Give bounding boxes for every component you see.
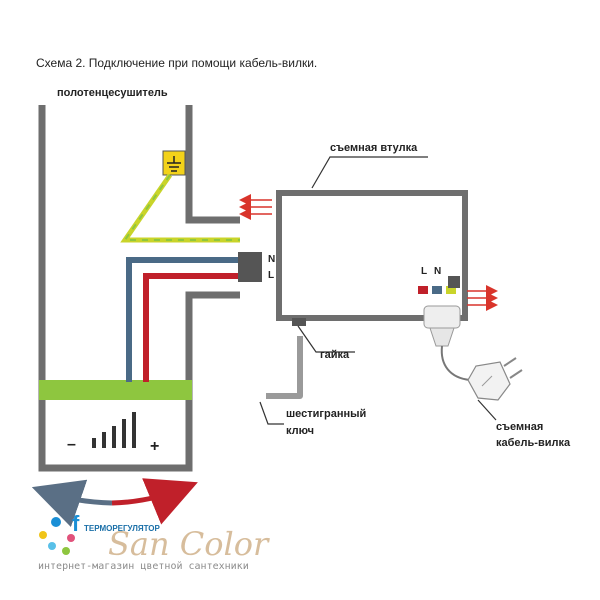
removable-sleeve-label: съемная втулка bbox=[330, 142, 418, 154]
nut-pointer bbox=[297, 325, 355, 353]
plug-socket-terminals bbox=[418, 276, 460, 294]
tagline: интернет-магазин цветной сантехники bbox=[38, 560, 249, 572]
svg-text:f: f bbox=[72, 511, 80, 536]
heating-band bbox=[39, 380, 192, 400]
plug-label-line1: съемная bbox=[496, 421, 543, 433]
terminal-block bbox=[238, 252, 262, 282]
plug-label-line2: кабель-вилка bbox=[496, 437, 571, 449]
heater-nut bbox=[292, 318, 306, 326]
earth-terminal-icon bbox=[162, 150, 186, 176]
terminal-n-left-label: N bbox=[268, 254, 275, 265]
hex-key-pointer bbox=[259, 401, 284, 425]
nut-label: гайка bbox=[320, 349, 350, 361]
plus-sign: + bbox=[150, 438, 159, 455]
diagram-title: Схема 2. Подключение при помощи кабель-в… bbox=[36, 56, 317, 70]
removable-sleeve-pointer bbox=[311, 156, 428, 189]
brand-name: San Color bbox=[108, 525, 270, 563]
neutral-wire bbox=[126, 257, 240, 382]
socket-arrows bbox=[467, 285, 498, 311]
rotation-arrows bbox=[31, 478, 198, 528]
towel-dryer-frame bbox=[38, 105, 240, 472]
hex-key-icon bbox=[266, 336, 303, 399]
heater-unit bbox=[276, 190, 468, 326]
hex-key-label-line1: шестигранный bbox=[286, 408, 366, 420]
terminal-l-right-label: L bbox=[421, 266, 427, 277]
earth-wire bbox=[120, 173, 240, 243]
terminal-n-right-label: N bbox=[434, 266, 441, 277]
plug-connector bbox=[423, 305, 471, 381]
power-level-bars bbox=[92, 412, 136, 448]
plug-pointer bbox=[477, 399, 497, 421]
hex-key-label-line2: ключ bbox=[286, 425, 314, 437]
logo-small-text: ТЕРМОРЕГУЛЯТОР bbox=[84, 524, 160, 533]
terminal-l-left-label: L bbox=[268, 270, 274, 281]
minus-sign: – bbox=[67, 436, 76, 453]
insertion-arrows bbox=[239, 194, 272, 220]
phase-wire bbox=[143, 273, 240, 382]
sancolor-logo: f ТЕРМОРЕГУЛЯТОР San Color bbox=[39, 511, 270, 563]
towel-dryer-label: полотенцесушитель bbox=[57, 87, 168, 99]
power-plug-icon bbox=[467, 357, 523, 401]
